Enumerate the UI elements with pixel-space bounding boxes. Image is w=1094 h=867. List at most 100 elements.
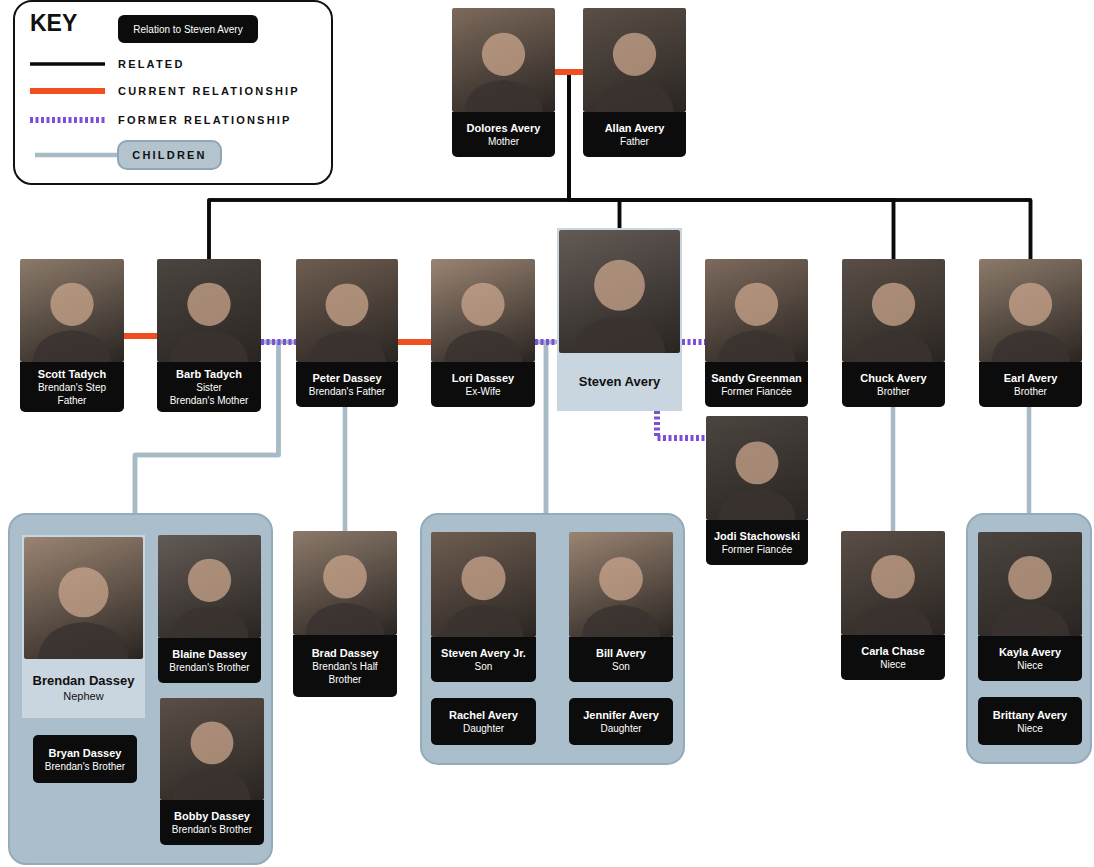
relation-text: Brendan's Brother bbox=[161, 661, 258, 674]
portrait-photo bbox=[293, 531, 397, 635]
person-card: Jennifer AveryDaughter bbox=[569, 698, 673, 745]
person-name: Bill Avery bbox=[572, 646, 670, 660]
person-card: Sandy GreenmanFormer Fiancée bbox=[705, 259, 808, 407]
portrait-photo bbox=[841, 531, 945, 635]
portrait-head bbox=[482, 33, 525, 76]
portrait-head bbox=[613, 33, 656, 76]
portrait-body bbox=[305, 603, 384, 635]
portrait-body bbox=[444, 330, 522, 362]
portrait-head bbox=[1008, 556, 1052, 600]
caption-box: Sandy GreenmanFormer Fiancée bbox=[705, 362, 808, 407]
person-name: Kayla Avery bbox=[981, 645, 1079, 659]
portrait-head bbox=[59, 567, 109, 617]
caption-box: Allan AveryFather bbox=[583, 112, 686, 157]
portrait-silhouette bbox=[157, 259, 261, 362]
portrait-body bbox=[464, 80, 542, 112]
person-card: Allan AveryFather bbox=[583, 8, 686, 157]
person-card: Carla ChaseNiece bbox=[841, 531, 945, 680]
portrait-silhouette bbox=[452, 8, 555, 112]
portrait-photo bbox=[569, 532, 673, 637]
person-name: Steven Avery Jr. bbox=[434, 646, 533, 660]
person-name: Jodi Stachowski bbox=[709, 529, 805, 543]
portrait-head bbox=[599, 557, 643, 601]
relation-text: Brendan's Brother bbox=[36, 760, 134, 773]
person-card: Kayla AveryNiece bbox=[978, 532, 1082, 681]
person-name: Allan Avery bbox=[586, 121, 683, 135]
children-line bbox=[343, 407, 348, 531]
relation-text: Former Fiancée bbox=[708, 385, 805, 398]
children-group: Brendan DasseyNephewBlaine DasseyBrendan… bbox=[8, 513, 273, 865]
legend-text: CURRENT RELATIONSHIP bbox=[118, 85, 300, 97]
legend-item: FORMER RELATIONSHIP bbox=[118, 113, 292, 127]
portrait-silhouette bbox=[706, 416, 808, 520]
person-name: Brittany Avery bbox=[981, 708, 1079, 722]
portrait-body bbox=[990, 604, 1069, 636]
person-name: Bobby Dassey bbox=[163, 809, 261, 823]
portrait-silhouette bbox=[160, 698, 264, 800]
portrait-photo bbox=[296, 259, 398, 362]
relation-text: Niece bbox=[981, 722, 1079, 735]
relation-text: Brendan's Brother bbox=[163, 823, 261, 836]
person-name: Chuck Avery bbox=[845, 371, 942, 385]
person-card: Rachel AveryDaughter bbox=[431, 698, 536, 745]
portrait-body bbox=[170, 606, 248, 638]
relation-text: Niece bbox=[981, 659, 1079, 672]
person-card: Barb TadychSisterBrendan's Mother bbox=[157, 259, 261, 412]
legend-text: RELATED bbox=[118, 58, 185, 70]
person-name: Brad Dassey bbox=[296, 646, 394, 660]
portrait-body bbox=[718, 488, 796, 520]
relation-text: Niece bbox=[844, 658, 942, 671]
portrait-body bbox=[33, 330, 111, 362]
caption-box: Scott TadychBrendan's Step Father bbox=[20, 362, 124, 412]
relation-text: Brendan's Father bbox=[299, 385, 395, 398]
person-card: Brittany AveryNiece bbox=[978, 697, 1082, 745]
legend-line-sample bbox=[30, 88, 105, 94]
former-relationship-line bbox=[657, 411, 706, 438]
person-card: Chuck AveryBrother bbox=[842, 259, 945, 407]
portrait-head bbox=[323, 555, 367, 599]
person-name: Blaine Dassey bbox=[161, 647, 258, 661]
legend-text: CHILDREN bbox=[132, 149, 206, 161]
key-border bbox=[14, 1, 332, 184]
portrait-silhouette bbox=[158, 535, 261, 638]
person-name: Sandy Greenman bbox=[708, 371, 805, 385]
person-name: Brendan Dassey bbox=[27, 672, 140, 689]
person-name: Jennifer Avery bbox=[572, 708, 670, 722]
portrait-photo bbox=[842, 259, 945, 362]
portrait-body bbox=[991, 330, 1069, 362]
portrait-silhouette bbox=[559, 230, 680, 353]
portrait-photo bbox=[706, 416, 808, 520]
portrait-head bbox=[187, 283, 230, 326]
legend-line-sample bbox=[30, 117, 105, 123]
portrait-silhouette bbox=[431, 532, 536, 637]
caption-box: Lori DasseyEx-Wife bbox=[431, 362, 535, 407]
current-relationship-line bbox=[124, 333, 157, 339]
former-relationship-line bbox=[535, 339, 557, 345]
portrait-photo bbox=[705, 259, 808, 362]
portrait-silhouette bbox=[569, 532, 673, 637]
portrait-photo bbox=[559, 230, 680, 353]
person-card: Brad DasseyBrendan's Half Brother bbox=[293, 531, 397, 697]
former-relationship-line bbox=[682, 339, 705, 345]
children-group: Kayla AveryNieceBrittany AveryNiece bbox=[966, 513, 1092, 764]
portrait-body bbox=[38, 622, 128, 659]
caption-box: Brad DasseyBrendan's Half Brother bbox=[293, 635, 397, 697]
person-name: Carla Chase bbox=[844, 644, 942, 658]
caption-box: Dolores AveryMother bbox=[452, 112, 555, 157]
portrait-photo bbox=[431, 532, 536, 637]
children-line bbox=[546, 342, 557, 513]
person-card: Earl AveryBrother bbox=[979, 259, 1082, 407]
portrait-silhouette bbox=[979, 259, 1082, 362]
portrait-head bbox=[871, 555, 915, 599]
person-card: Jodi StachowskiFormer Fiancée bbox=[706, 416, 808, 565]
portrait-head bbox=[1009, 283, 1052, 326]
portrait-head bbox=[188, 559, 231, 602]
portrait-photo bbox=[431, 259, 535, 362]
person-card: Blaine DasseyBrendan's Brother bbox=[158, 535, 261, 683]
portrait-head bbox=[50, 283, 93, 326]
caption-box: Steven Avery Jr.Son bbox=[431, 637, 536, 682]
relation-text: Brother bbox=[982, 385, 1079, 398]
portrait-silhouette bbox=[296, 259, 398, 362]
portrait-photo bbox=[20, 259, 124, 362]
